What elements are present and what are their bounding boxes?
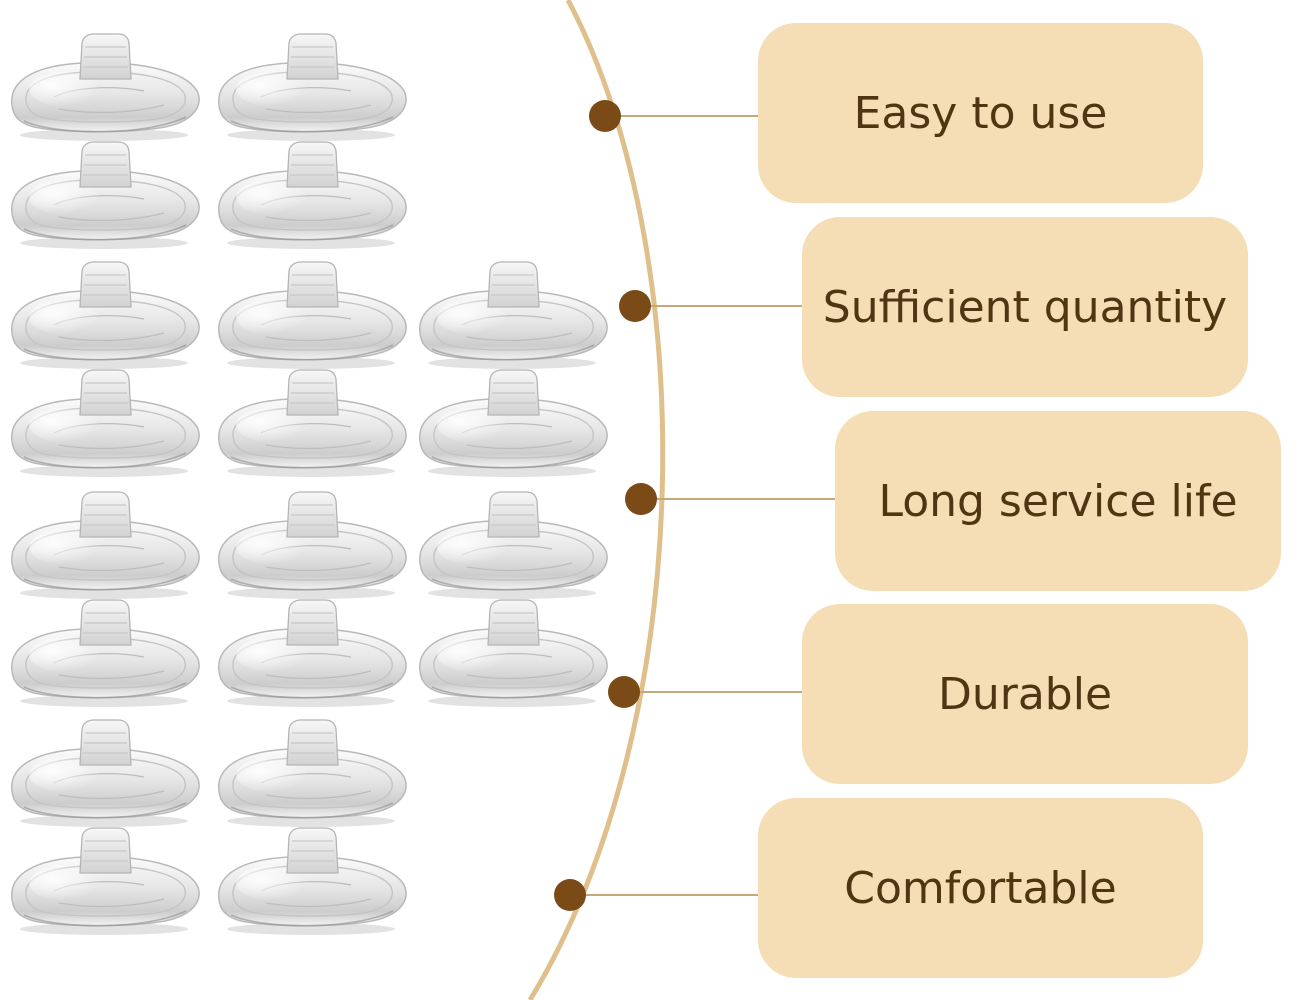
nose-pads-group <box>10 33 608 936</box>
nose-pad-image <box>10 261 200 370</box>
nose-pad-image <box>217 491 407 600</box>
feature-label-sufficient-quantity: Sufficient quantity <box>822 281 1228 333</box>
nose-pad-image <box>10 141 200 250</box>
feature-box-long-service-life: Long service life <box>835 411 1281 591</box>
feature-label-durable: Durable <box>937 668 1113 720</box>
connector-dot <box>554 879 586 911</box>
feature-box-easy-to-use: Easy to use <box>758 23 1203 203</box>
connector-dot <box>619 290 651 322</box>
nose-pad-image <box>217 369 407 478</box>
nose-pad-image <box>217 261 407 370</box>
nose-pad-image <box>10 719 200 828</box>
nose-pad-image <box>10 491 200 600</box>
nose-pad-image <box>10 599 200 708</box>
nose-pad-image <box>10 369 200 478</box>
nose-pad-image <box>10 33 200 142</box>
nose-pad-image <box>217 827 407 936</box>
connector-dot <box>589 100 621 132</box>
nose-pad-image <box>10 827 200 936</box>
nose-pad-image <box>217 33 407 142</box>
feature-box-durable: Durable <box>802 604 1248 784</box>
feature-label-long-service-life: Long service life <box>878 475 1238 527</box>
feature-label-easy-to-use: Easy to use <box>853 87 1108 139</box>
nose-pad-image <box>418 369 608 478</box>
feature-box-comfortable: Comfortable <box>758 798 1203 978</box>
connector-dot <box>608 676 640 708</box>
connector-dot <box>625 483 657 515</box>
feature-box-sufficient-quantity: Sufficient quantity <box>802 217 1248 397</box>
nose-pad-image <box>418 491 608 600</box>
nose-pad-image <box>418 599 608 708</box>
connectors-group <box>554 100 835 911</box>
feature-label-comfortable: Comfortable <box>844 862 1117 914</box>
nose-pad-image <box>217 599 407 708</box>
nose-pad-image <box>418 261 608 370</box>
nose-pad-image <box>217 719 407 828</box>
nose-pad-image <box>217 141 407 250</box>
